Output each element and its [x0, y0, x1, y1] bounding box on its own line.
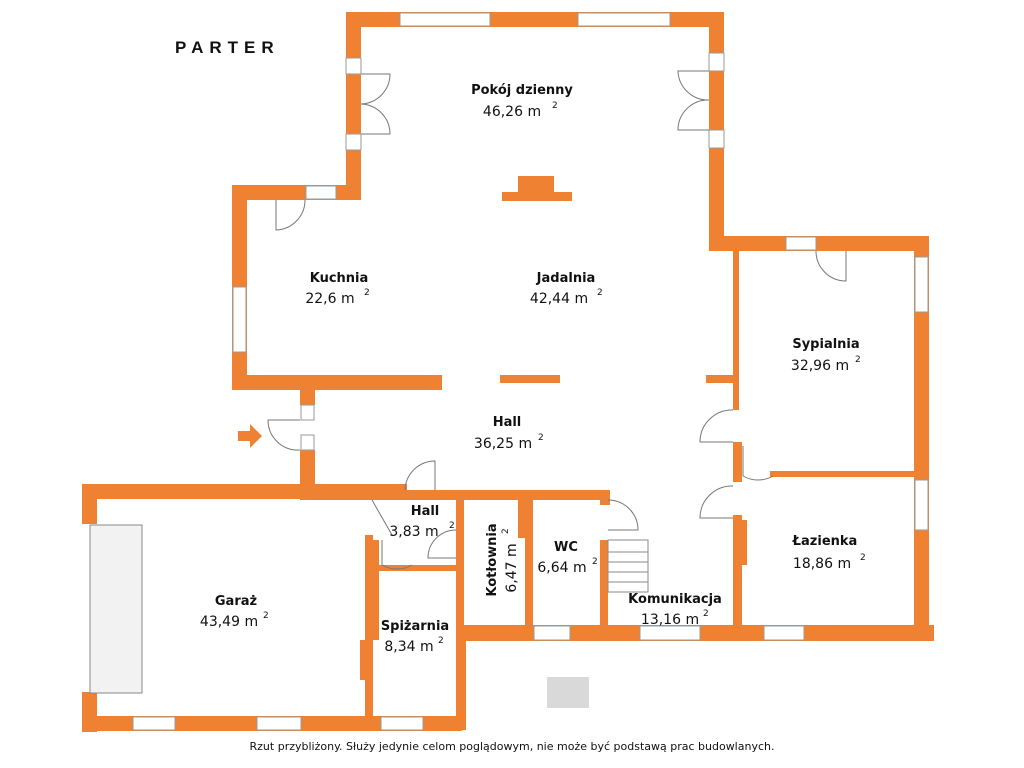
room-area: 36,25	[474, 436, 514, 452]
room-area: 22,6	[305, 291, 336, 307]
area-exponent: 2	[263, 611, 269, 621]
svg-text:46,26 m: 46,26 m	[483, 104, 541, 120]
room-label-kotlownia: Kotłownia 6,47 m 2	[485, 523, 520, 596]
room-area: 46,26	[483, 104, 523, 120]
room-area: 13,16	[641, 612, 681, 628]
area-exponent: 2	[449, 521, 455, 531]
room-area: 32,96	[791, 358, 831, 374]
room-label-spizarnia: Spiżarnia 8,34 m 2	[381, 619, 449, 655]
room-name: Jadalnia	[536, 271, 596, 286]
area-unit: m	[837, 556, 851, 572]
room-label-komunikacja: Komunikacja 13,16 m 2	[628, 592, 722, 628]
room-area: 43,49	[200, 614, 240, 630]
svg-text:6,64 m: 6,64 m	[537, 560, 586, 576]
room-label-hall-small: Hall 3,83 m 2	[389, 504, 454, 540]
area-unit: m	[425, 524, 439, 540]
room-area: 18,86	[793, 556, 833, 572]
area-exponent: 2	[860, 553, 866, 563]
room-area: 42,44	[530, 291, 570, 307]
room-label-wc: WC 6,64 m 2	[537, 540, 597, 576]
area-unit: m	[573, 560, 587, 576]
room-label-sypialnia: Sypialnia 32,96 m 2	[791, 337, 861, 374]
area-exponent: 2	[501, 528, 511, 534]
svg-text:6,47 m: 6,47 m	[504, 543, 520, 592]
area-unit: m	[341, 291, 355, 307]
area-unit: m	[504, 543, 520, 557]
room-label-hall-main: Hall 36,25 m 2	[474, 415, 544, 452]
windows	[89, 12, 929, 731]
svg-text:22,6 m: 22,6 m	[305, 291, 354, 307]
room-label-garaz: Garaż 43,49 m 2	[200, 594, 269, 630]
svg-text:13,16 m: 13,16 m	[641, 612, 699, 628]
area-exponent: 2	[364, 288, 370, 298]
room-label-jadalnia: Jadalnia 42,44 m 2	[530, 271, 603, 307]
svg-text:42,44 m: 42,44 m	[530, 291, 588, 307]
area-exponent: 2	[592, 557, 598, 567]
room-name: Garaż	[215, 594, 257, 609]
area-unit: m	[685, 612, 699, 628]
entrance-arrow-icon	[238, 424, 262, 448]
room-label-pokoj-dzienny: Pokój dzienny 46,26 m 2	[471, 83, 573, 120]
room-label-lazienka: Łazienka 18,86 m 2	[792, 534, 866, 572]
room-area: 8,34	[384, 639, 415, 655]
svg-text:36,25 m: 36,25 m	[474, 436, 532, 452]
room-name: WC	[554, 540, 578, 555]
room-name: Kotłownia	[485, 523, 500, 596]
svg-text:8,34 m: 8,34 m	[384, 639, 433, 655]
disclaimer-text: Rzut przybliżony. Służy jedynie celom po…	[250, 740, 775, 753]
svg-text:18,86 m: 18,86 m	[793, 556, 851, 572]
svg-text:32,96 m: 32,96 m	[791, 358, 849, 374]
chimney-block	[547, 677, 589, 708]
room-label-kuchnia: Kuchnia 22,6 m 2	[305, 271, 369, 307]
area-unit: m	[244, 614, 258, 630]
area-unit: m	[420, 639, 434, 655]
area-exponent: 2	[703, 609, 709, 619]
room-name: Hall	[493, 415, 522, 430]
stairs	[607, 539, 649, 593]
svg-text:43,49 m: 43,49 m	[200, 614, 258, 630]
room-name: Kuchnia	[310, 271, 369, 286]
area-exponent: 2	[597, 288, 603, 298]
room-name: Łazienka	[792, 534, 858, 549]
area-exponent: 2	[438, 636, 444, 646]
area-unit: m	[574, 291, 588, 307]
room-name: Sypialnia	[792, 337, 859, 352]
area-exponent: 2	[855, 355, 861, 365]
doors	[267, 70, 847, 570]
room-area: 6,47	[504, 561, 520, 592]
room-area: 3,83	[389, 524, 420, 540]
room-name: Pokój dzienny	[471, 83, 573, 98]
area-exponent: 2	[538, 433, 544, 443]
area-unit: m	[518, 436, 532, 452]
room-name: Hall	[411, 504, 440, 519]
svg-text:3,83 m: 3,83 m	[389, 524, 438, 540]
plan-title: PARTER	[175, 38, 280, 57]
area-unit: m	[835, 358, 849, 374]
room-area: 6,64	[537, 560, 568, 576]
area-unit: m	[527, 104, 541, 120]
area-exponent: 2	[552, 101, 558, 111]
room-name: Komunikacja	[628, 592, 722, 607]
room-name: Spiżarnia	[381, 619, 449, 634]
